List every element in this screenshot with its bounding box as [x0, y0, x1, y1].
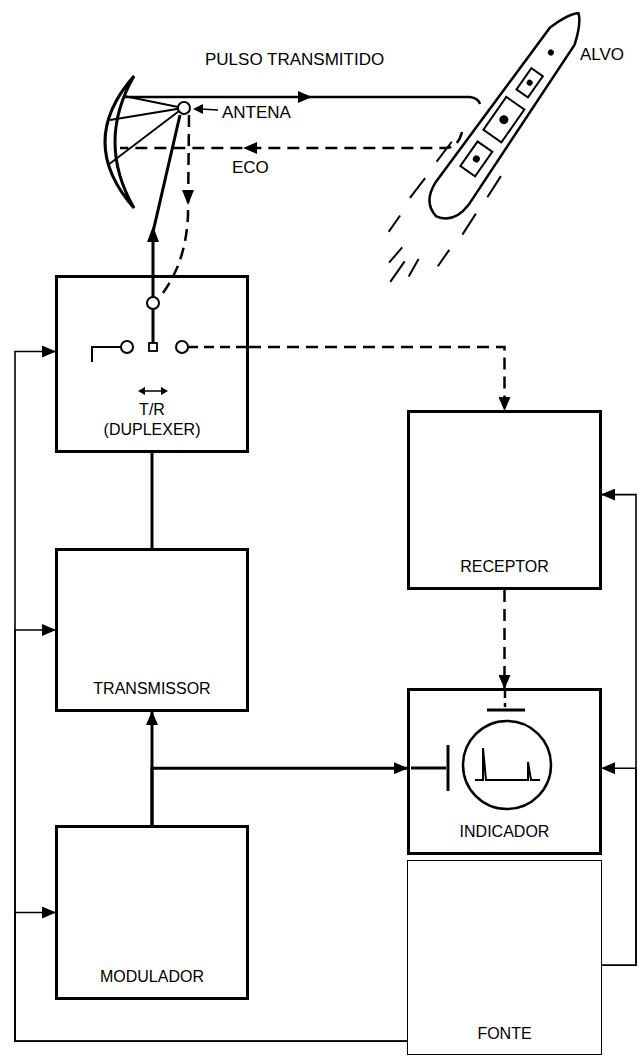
signal-connector: [602, 768, 636, 965]
box-label: MODULADOR: [100, 967, 204, 987]
signal-connector: [503, 590, 506, 688]
block-box: RECEPTOR: [407, 410, 602, 590]
echo-feed-line: [159, 115, 189, 298]
signal-connector: [249, 347, 505, 410]
crt-symbol: [411, 690, 551, 809]
block-box: INDICADOR: [407, 688, 602, 855]
block-box: FONTE: [407, 860, 602, 1055]
diagram-label: ALVO: [580, 45, 624, 65]
tr-switch: [92, 297, 249, 395]
signal-connector: [15, 352, 407, 1042]
signal-connector: [15, 630, 407, 1041]
signal-connector: [151, 453, 154, 548]
signal-connector: [152, 768, 407, 825]
ship-symbol: [364, 0, 605, 300]
signal-connector: [602, 495, 636, 966]
box-label: FONTE: [477, 1024, 531, 1044]
diagram-label: PULSO TRANSMITIDO: [205, 50, 384, 70]
block-box: TRANSMISSOR: [55, 548, 249, 712]
block-box: T/R(DUPLEXER): [55, 275, 249, 453]
diagram-label: ANTENA: [222, 103, 291, 123]
block-box: MODULADOR: [55, 825, 249, 1000]
diagram-label: ECO: [232, 158, 269, 178]
box-label: T/R: [139, 400, 165, 420]
box-label: (DUPLEXER): [104, 420, 201, 440]
antenna-dish: [105, 76, 134, 208]
box-label: RECEPTOR: [460, 557, 549, 577]
signal-connector: [15, 913, 407, 1042]
echo-line: [120, 132, 462, 148]
antenna-feed: [178, 102, 190, 114]
box-label: TRANSMISSOR: [93, 679, 210, 699]
box-label: INDICADOR: [460, 822, 550, 842]
